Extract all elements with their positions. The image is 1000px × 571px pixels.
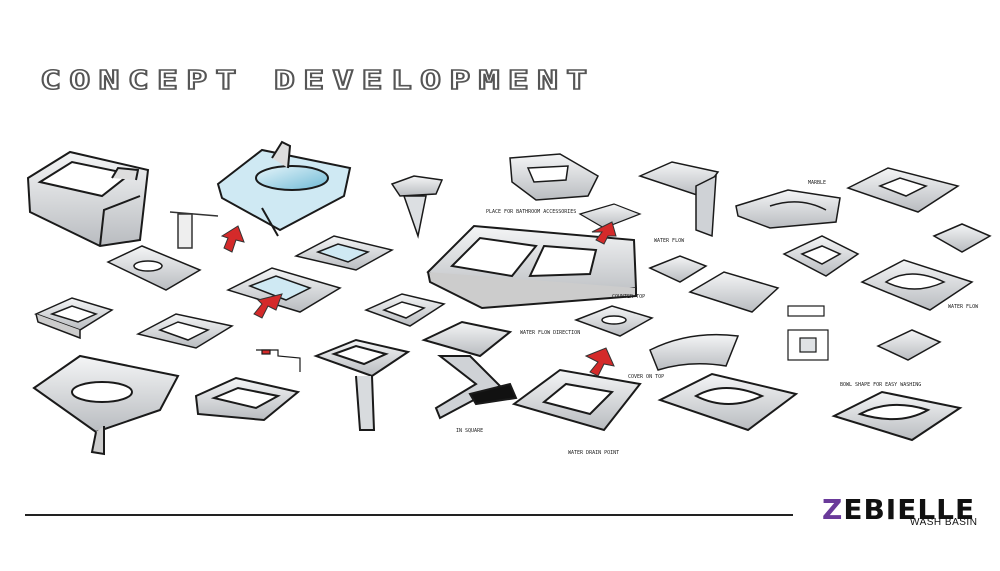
note-in-square: IN SQUARE <box>456 428 483 434</box>
sketch-tray-basin-small <box>135 313 234 349</box>
note-extended: BOWL SHAPE FOR EASY WASHING <box>840 382 921 388</box>
sketch-z-pedestal <box>421 320 518 420</box>
sketch-small-right-tray <box>876 329 942 361</box>
sketch-flat-shelf <box>578 203 642 229</box>
red-arrow-3 <box>591 221 617 245</box>
sketch-rectangle-basin-left <box>33 297 114 340</box>
red-arrow-2 <box>253 293 283 319</box>
sketch-column-basin <box>637 161 720 238</box>
sketch-slim-counter-right <box>831 390 963 442</box>
sketch-step-detail <box>256 349 301 372</box>
brand-logo-mark: Z <box>822 493 844 526</box>
sketch-pedestal-funnel <box>390 175 444 239</box>
sketch-hex-bowl <box>509 153 599 201</box>
note-cover-on-top: COVER ON TOP <box>628 374 664 380</box>
sketch-cover-basin <box>511 368 642 432</box>
sketch-mid-right-basin <box>688 271 780 313</box>
sketch-blue-basin <box>216 140 352 237</box>
sketch-l-shaped-basin <box>32 354 180 456</box>
sketch-flat-square-basin <box>846 167 960 213</box>
note-water-drain-point: WATER DRAIN POINT <box>568 450 619 456</box>
sketch-curved-plate <box>649 333 740 371</box>
sketch-double-counter <box>426 224 638 310</box>
brand-logo: ZEBIELLE <box>822 493 975 526</box>
sketch-elevation-views <box>787 305 829 361</box>
sketch-rounded-box-basin <box>194 376 301 422</box>
note-marble: MARBLE <box>808 180 826 186</box>
sketch-small-open-tray <box>648 255 708 283</box>
note-water-flow-direction: WATER FLOW DIRECTION <box>520 330 580 336</box>
bottom-rule <box>25 514 793 516</box>
sketch-small-tray-far-right <box>932 223 992 253</box>
note-water-flow-right: WATER FLOW <box>948 304 979 310</box>
sketch-deep-basin-right <box>782 235 860 277</box>
note-place-accessories: PLACE FOR BATHROOM ACCESSORIES <box>486 209 576 215</box>
sketch-wave-counter <box>657 372 799 432</box>
sketch-soap-tray <box>106 245 202 291</box>
red-arrow-4 <box>584 347 615 377</box>
sketch-blue-side-tray <box>293 235 395 271</box>
sketch-wave-basin <box>860 259 974 311</box>
sketch-angled-pedestal <box>313 338 411 431</box>
sketch-compact-basin <box>363 293 446 327</box>
note-counter-top: COUNTER TOP <box>612 294 645 300</box>
red-arrow-1 <box>220 225 245 253</box>
brand-logo-text: EBIELLE <box>843 493 976 526</box>
sketch-wall-basin-arrow <box>225 267 342 313</box>
page-title: CONCEPT DEVELOPMENT <box>39 65 596 97</box>
sketch-square-basin-tap <box>26 150 150 248</box>
sketch-flow-disc <box>573 305 654 337</box>
sketch-shell-basin <box>735 189 841 229</box>
note-water-flow: WATER FLOW <box>654 238 685 244</box>
sketch-towel-rail <box>169 211 219 249</box>
brand-subtitle: WASH BASIN <box>910 517 978 528</box>
